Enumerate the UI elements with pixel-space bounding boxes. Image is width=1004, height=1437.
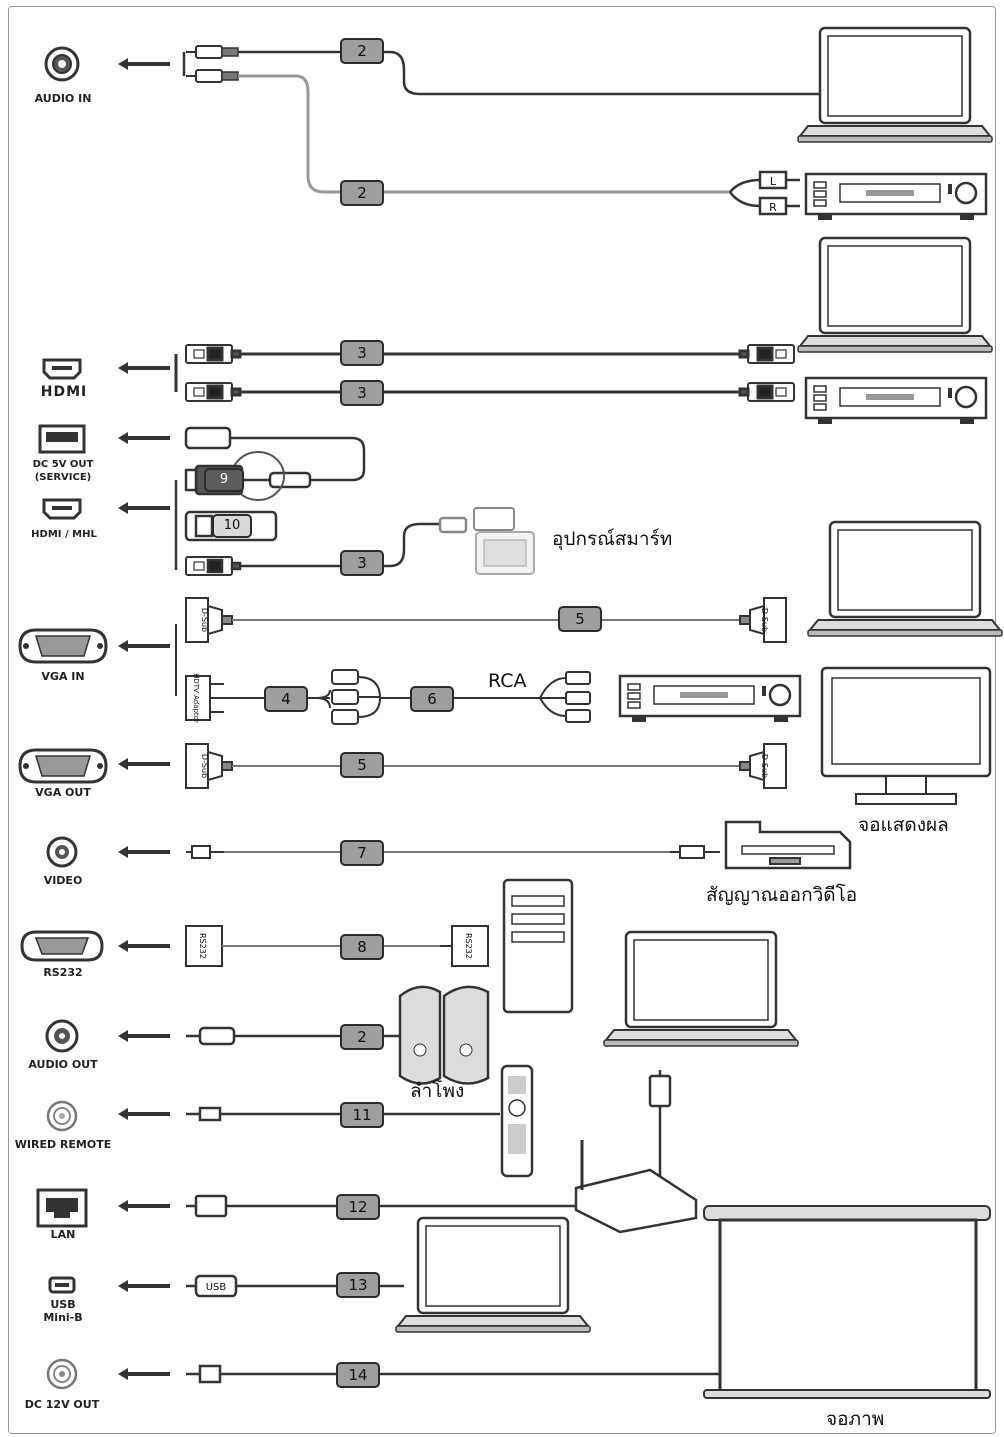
audio-in-label: AUDIO IN (34, 92, 92, 105)
arrow-icons (118, 58, 170, 1380)
wired-remote-label: WIRED REMOTE (14, 1138, 112, 1151)
cable-badge: 14 (336, 1362, 380, 1388)
dsub-label-vga-out-far: D-Sub (760, 754, 769, 778)
usb-mini-port-icon (48, 1276, 76, 1294)
dsub-label-vga-in-far: D-Sub (760, 608, 769, 632)
audio-r-marker: R (769, 201, 777, 214)
lan-cable (186, 1070, 672, 1218)
hdmi-mhl-port-icon (42, 498, 82, 520)
cable-badge: 5 (558, 606, 602, 632)
video-label: VIDEO (43, 874, 83, 887)
connector-text-labels: D-Sub D-Sub D-Sub D-Sub HDTV Adaptor RS2… (192, 608, 769, 1293)
cable-badge: 2 (340, 38, 384, 64)
dc12v-out-label: DC 12V OUT (24, 1398, 100, 1411)
laptop-2-icon (796, 236, 994, 354)
audio-in-cables (182, 44, 820, 216)
media-player-2-icon (804, 376, 988, 426)
rs232-port-icon (20, 930, 104, 962)
speakers-icon (398, 985, 490, 1085)
speakers-caption: ลำโพง (410, 1080, 465, 1102)
vga-out-label: VGA OUT (35, 786, 91, 799)
wired-remote-port-icon (46, 1100, 78, 1132)
dc5v-and-dongle-cables (174, 426, 535, 577)
usb-mini-b-label: USB Mini-B (43, 1298, 83, 1324)
hdmi-label: HDMI (40, 384, 88, 400)
monitor-caption: จอแสดงผล (858, 814, 949, 836)
monitor-icon (820, 666, 992, 805)
media-player-1-icon (804, 172, 988, 222)
cable-badge: 12 (336, 1194, 380, 1220)
router-icon (574, 1140, 698, 1234)
screen-caption: จอภาพ (826, 1408, 885, 1430)
audio-in-port-icon (44, 46, 80, 82)
lan-label: LAN (50, 1228, 76, 1241)
audio-out-port-icon (45, 1019, 79, 1053)
cable-badge: 3 (340, 380, 384, 406)
usb-connector-label: USB (206, 1282, 227, 1293)
cable-badge: 5 (340, 752, 384, 778)
cable-badge: 2 (340, 1024, 384, 1050)
dsub-label-vga-in: D-Sub (200, 608, 209, 632)
dc5v-out-label: DC 5V OUT (SERVICE) (32, 459, 94, 483)
laptop-1-icon (796, 26, 994, 144)
vga-out-cable (185, 743, 787, 789)
dongle-badge: 9 (204, 468, 244, 492)
dc12v-port-icon (46, 1358, 78, 1390)
usb-a-port-icon (38, 424, 86, 454)
rs232-connector-label-far: RS232 (464, 933, 473, 959)
desktop-tower-icon (502, 878, 574, 1014)
cable-badge: 6 (410, 686, 454, 712)
rca-caption: RCA (488, 670, 527, 692)
rs232-connector-label: RS232 (198, 933, 207, 959)
vga-in-port-icon (18, 628, 108, 664)
diagram-frame (8, 6, 996, 1434)
lan-port-icon (36, 1188, 88, 1228)
audio-l-marker: L (770, 175, 777, 188)
cable-badge: 3 (340, 340, 384, 366)
video-cable (186, 820, 852, 870)
remote-control-icon (500, 1064, 534, 1178)
hdmi-mhl-label: HDMI / MHL (31, 529, 97, 540)
video-port-icon (46, 836, 78, 868)
dongle-badge: 10 (212, 514, 252, 538)
dc12v-cable (186, 1364, 726, 1384)
projection-screen-icon (703, 1205, 991, 1399)
hdtv-adaptor-label: HDTV Adaptor (192, 673, 200, 723)
laptop-3-icon (806, 520, 1004, 638)
cable-badge: 8 (340, 934, 384, 960)
laptop-5-icon (394, 1216, 592, 1334)
vga-in-cables (175, 597, 787, 725)
smart-device-caption: อุปกรณ์สมาร์ท (552, 528, 673, 550)
laptop-4-icon (602, 930, 800, 1048)
cable-badge: 13 (336, 1272, 380, 1298)
dsub-label-vga-out: D-Sub (200, 754, 209, 778)
audio-out-cable (186, 1026, 400, 1046)
video-output-caption: สัญญาณออกวิดีโอ (706, 884, 858, 906)
media-player-3-icon (618, 674, 802, 724)
vga-out-port-icon (18, 748, 108, 784)
cable-badge: 4 (264, 686, 308, 712)
audio-out-label: AUDIO OUT (28, 1058, 98, 1071)
vga-in-label: VGA IN (41, 670, 85, 683)
rs232-label: RS232 (43, 966, 83, 979)
hdmi-cables (174, 343, 796, 403)
cable-badge: 11 (340, 1102, 384, 1128)
cable-badge: 2 (340, 180, 384, 206)
cable-badge: 3 (340, 550, 384, 576)
rs232-cable (185, 925, 489, 967)
cable-badge: 7 (340, 840, 384, 866)
hdmi-port-icon (42, 358, 82, 380)
